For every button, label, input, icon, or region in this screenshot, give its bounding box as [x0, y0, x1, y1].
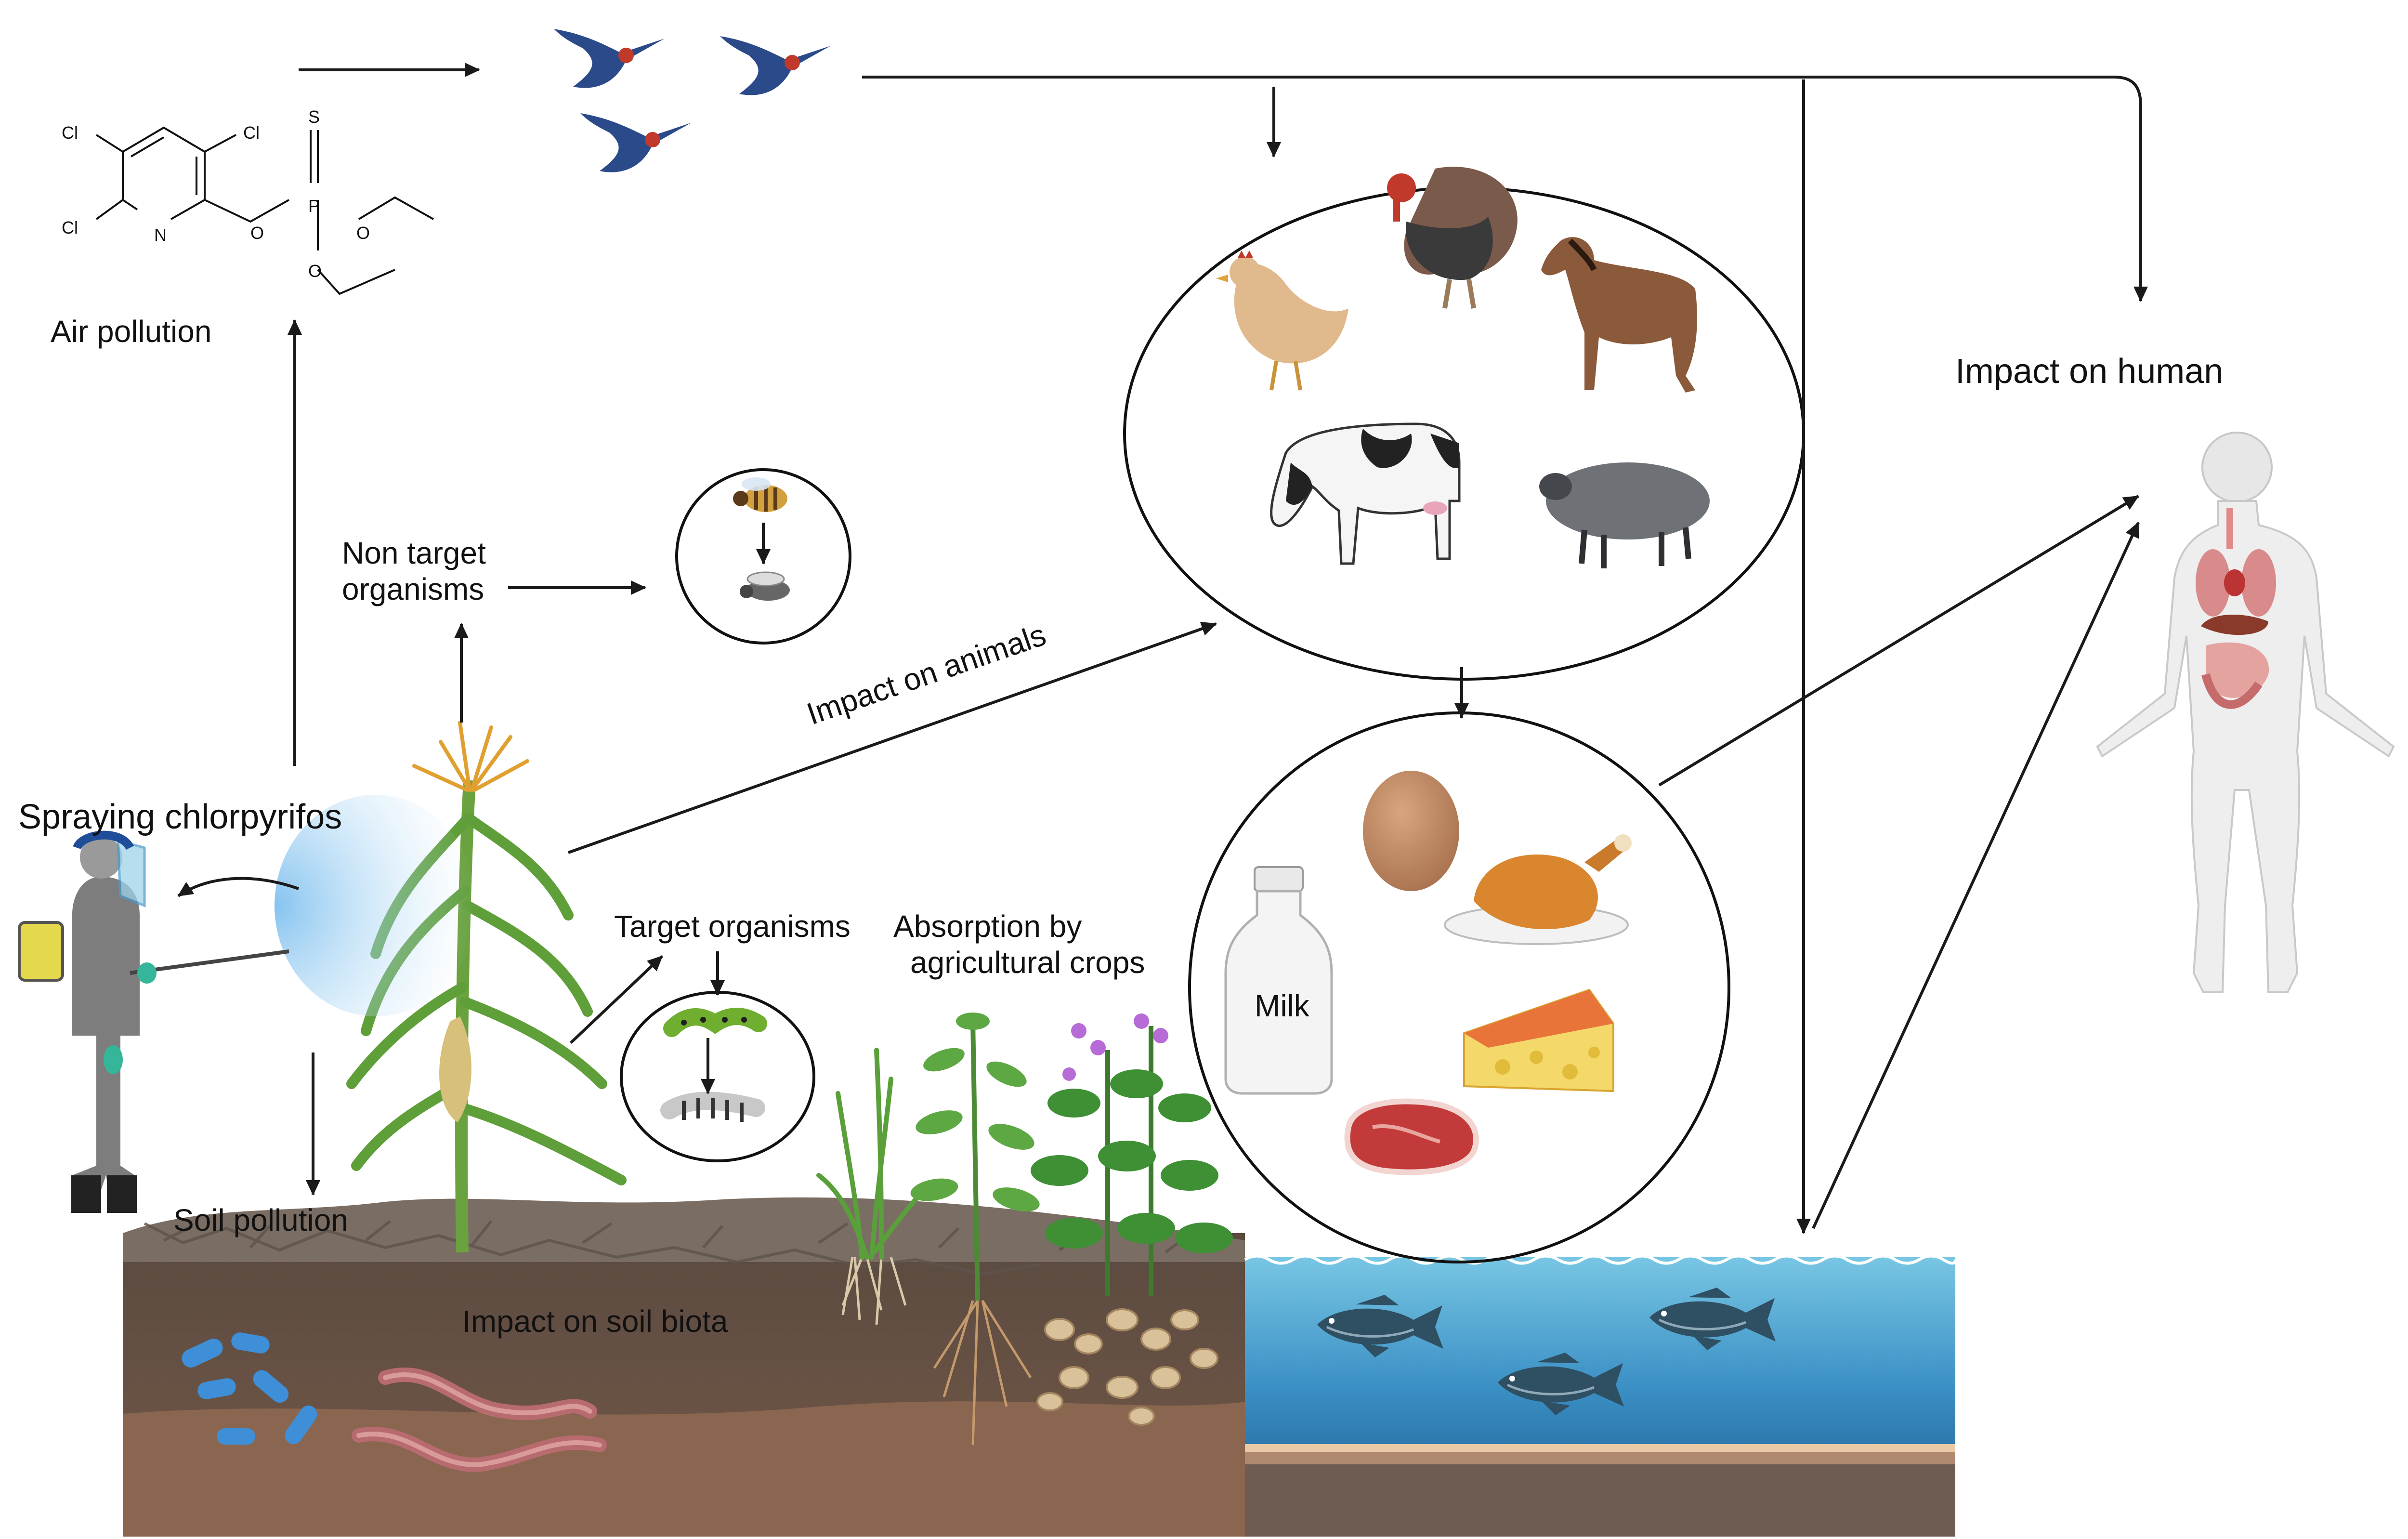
- tomato-plant-icon: [910, 1013, 1040, 1446]
- arrow-water-to-human: [1812, 522, 2140, 1229]
- larva-icon: [660, 1092, 765, 1122]
- swallow-bird-icon: [554, 29, 665, 88]
- milk-label: Milk: [1255, 988, 1310, 1023]
- swallow-bird-icon: [720, 36, 831, 95]
- o-atom-label: O: [356, 223, 370, 243]
- water-body: [1244, 1254, 1957, 1539]
- air-pollution-label: Air pollution: [51, 314, 211, 349]
- p-atom-label: P: [308, 196, 320, 216]
- impact-on-animals-label: Impact on animals: [802, 617, 1050, 731]
- bacteria-icon: [182, 1332, 317, 1445]
- flow-arrows: [177, 63, 2148, 1234]
- arrow-food-to-human: [1658, 495, 2139, 787]
- chicken-icon: [1216, 250, 1348, 391]
- farmer-sprayer-icon: [18, 795, 477, 1213]
- sheep-icon: [1539, 462, 1710, 568]
- swallow-bird-icon: [580, 113, 691, 172]
- cl-atom-label: Cl: [243, 123, 260, 143]
- o-atom-label: O: [250, 223, 264, 243]
- caterpillar-icon: [663, 1008, 767, 1037]
- wheat-crop-icon: [816, 1048, 927, 1325]
- roast-chicken-icon: [1444, 834, 1632, 945]
- target-organisms-label: Target organisms: [614, 909, 851, 944]
- arrow-birds-to-human-line: [862, 76, 2148, 302]
- non-target-label-line2: organisms: [342, 572, 484, 606]
- cheese-icon: [1463, 988, 1614, 1092]
- absorption-label-line1: Absorption by: [893, 909, 1082, 944]
- arrow-corn-to-animals: [568, 621, 1217, 854]
- earthworm-icon: [352, 1368, 607, 1472]
- impact-on-human-label: Impact on human: [1955, 352, 2223, 391]
- fish-icon: [1649, 1288, 1776, 1350]
- fly-icon: [740, 571, 790, 601]
- arrow-corn-to-target: [569, 955, 664, 1044]
- chlorpyrifos-molecule-icon: [95, 126, 434, 295]
- fish-icon: [1498, 1353, 1624, 1415]
- s-atom-label: S: [308, 107, 320, 127]
- human-body-icon: [2096, 432, 2395, 993]
- o-atom-label: O: [308, 261, 322, 281]
- non-target-label-line1: Non target: [342, 536, 486, 570]
- non-target-organisms-circle: [675, 468, 851, 645]
- impact-on-soil-biota-label: Impact on soil biota: [462, 1304, 728, 1339]
- n-atom-label: N: [154, 225, 167, 245]
- cl-atom-label: Cl: [62, 123, 78, 143]
- spray-mist-icon: [275, 795, 477, 1016]
- horse-icon: [1541, 237, 1697, 393]
- potato-plant-icon: [1031, 1013, 1233, 1426]
- arrow-spray-curve: [177, 877, 299, 897]
- milk-bottle-icon: [1224, 866, 1333, 1095]
- egg-icon: [1363, 771, 1459, 891]
- soil-ground: [123, 1197, 1245, 1539]
- cl-atom-label: Cl: [62, 218, 78, 237]
- spraying-label: Spraying chlorpyrifos: [18, 798, 342, 836]
- soil-pollution-label: Soil pollution: [173, 1203, 348, 1237]
- cow-icon: [1270, 422, 1461, 565]
- fish-icon: [1317, 1295, 1443, 1357]
- absorption-label-line2: agricultural crops: [910, 945, 1145, 980]
- bee-icon: [733, 477, 787, 512]
- turkey-icon: [1387, 167, 1518, 309]
- steak-icon: [1344, 1098, 1479, 1175]
